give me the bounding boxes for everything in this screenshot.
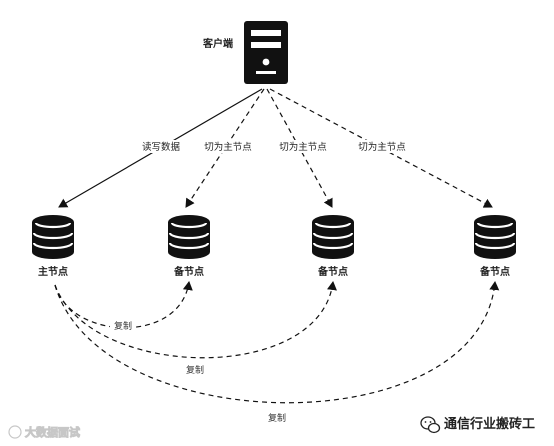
- standby-node-3-icon: [474, 215, 516, 259]
- replication-edge-2: [54, 281, 337, 359]
- edge-label-switch-2: 切为主节点: [279, 141, 327, 153]
- left-watermark-text: 大数据面试: [25, 425, 80, 439]
- edge-label-read-write: 读写数据: [142, 141, 181, 153]
- replication-edge-3: [54, 281, 500, 404]
- right-watermark-text: 通信行业搬砖工: [444, 416, 535, 432]
- replication-edges: [54, 281, 500, 404]
- standby-node-1-icon: [168, 215, 210, 259]
- switch-master-edge-3: [269, 88, 493, 208]
- master-node-icon: [32, 215, 74, 259]
- master-node-label: 主节点: [38, 265, 68, 278]
- edge-label-switch-1: 切为主节点: [204, 141, 252, 153]
- replication-label-2: 复制: [186, 364, 204, 376]
- client-label: 客户端: [202, 37, 233, 50]
- edge-label-switch-3: 切为主节点: [358, 141, 406, 153]
- switch-master-edge-1: [185, 88, 265, 208]
- replication-label-1: 复制: [114, 320, 132, 332]
- standby-node-1-label: 备节点: [173, 265, 204, 278]
- standby-node-2-label: 备节点: [317, 265, 348, 278]
- right-watermark: 通信行业搬砖工: [420, 416, 535, 434]
- standby-node-2-icon: [312, 215, 354, 259]
- replication-label-3: 复制: [268, 412, 286, 424]
- standby-node-3-label: 备节点: [479, 265, 510, 278]
- left-watermark: 大数据面试: [8, 425, 80, 439]
- watermark-logo-icon: [8, 425, 22, 439]
- client-server-icon: [244, 21, 288, 84]
- wechat-icon: [420, 416, 441, 434]
